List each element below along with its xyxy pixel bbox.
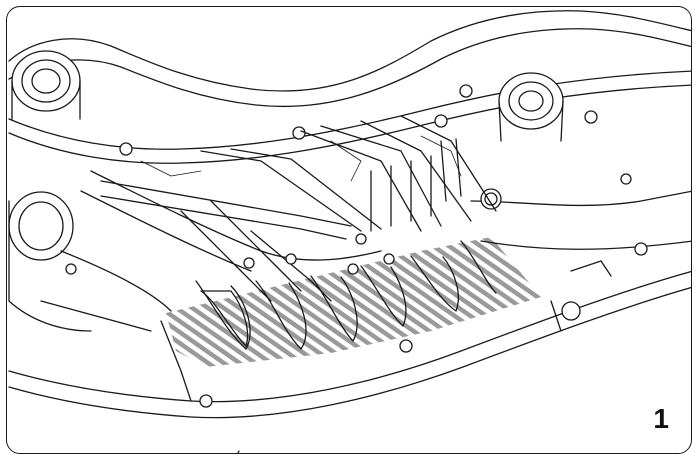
- internal-ribs: [100, 115, 497, 302]
- bolt-holes: [65, 84, 648, 408]
- figure-number: 1: [653, 403, 669, 434]
- casing-bottom-edge: [8, 270, 691, 403]
- casing-top-edge: [8, 10, 691, 92]
- crankcase-line-drawing: [8, 10, 691, 453]
- pickup-fins: [195, 233, 497, 350]
- posts: [370, 138, 462, 232]
- figure-frame: 1: [6, 6, 692, 454]
